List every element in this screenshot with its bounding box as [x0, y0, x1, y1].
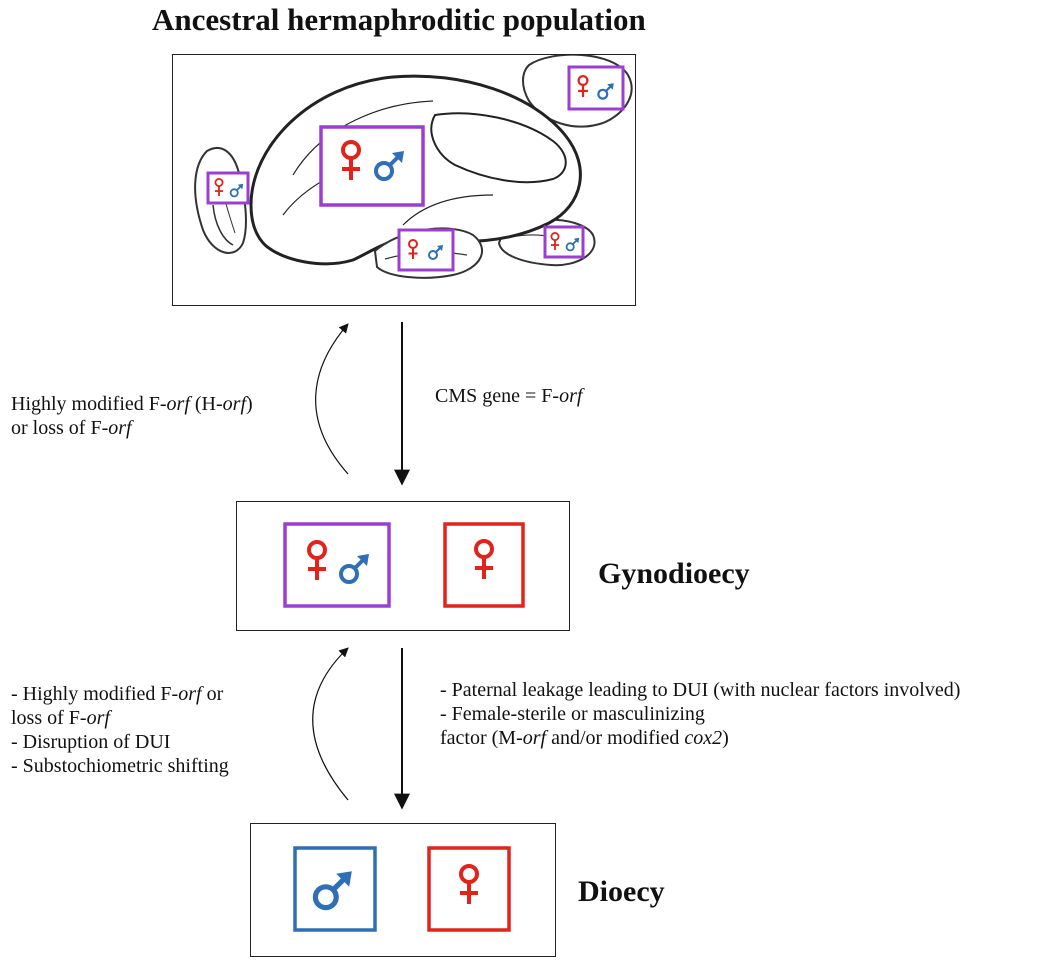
- dioecy-label: Dioecy: [578, 875, 665, 908]
- reverse-transition-1-label: Highly modified F-orf (H-orf)or loss of …: [11, 392, 253, 440]
- text-segment: factor (M-: [440, 727, 523, 749]
- hermaphrodite-frame-top-right: [567, 65, 625, 111]
- text-segment: or: [201, 683, 224, 705]
- text-segment: or loss of F-: [11, 417, 109, 439]
- gynodioecy-panel: [236, 501, 570, 631]
- text-segment: orf: [108, 417, 132, 439]
- forward-transition-1-label: CMS gene = F-orf: [435, 384, 582, 408]
- hermaphrodite-frame-bottom-right: [543, 225, 585, 259]
- text-line: Highly modified F-orf (H-orf): [11, 392, 253, 416]
- text-segment: ): [246, 393, 253, 415]
- text-segment: - Disruption of DUI: [11, 731, 171, 753]
- text-segment: orf: [86, 707, 110, 729]
- text-segment: - Substochiometric shifting: [11, 755, 229, 777]
- text-segment: loss of F-: [11, 707, 87, 729]
- female-individual: [443, 522, 525, 608]
- text-line: or loss of F-orf: [11, 416, 253, 440]
- text-segment: cox2: [684, 727, 723, 749]
- text-segment: - Highly modified F-: [11, 683, 179, 705]
- text-segment: orf: [222, 393, 246, 415]
- forward-transition-2-label: - Paternal leakage leading to DUI (with …: [440, 678, 960, 750]
- text-segment: (H-: [189, 393, 223, 415]
- arrow-back-to-gynodioecy: [312, 647, 349, 801]
- male-individual: [293, 846, 377, 932]
- text-segment: Highly modified F-: [11, 393, 167, 415]
- arrow-back-to-ancestral: [315, 323, 349, 475]
- text-line: - Highly modified F-orf or: [11, 682, 229, 706]
- hermaphrodite-frame-left: [206, 171, 250, 205]
- text-line: factor (M-orf and/or modified cox2): [440, 726, 960, 750]
- text-segment: orf: [522, 727, 547, 749]
- text-segment: orf: [559, 385, 583, 407]
- text-line: - Disruption of DUI: [11, 730, 229, 754]
- dioecy-panel: [250, 823, 556, 957]
- text-segment: and/or modified: [546, 727, 685, 749]
- text-segment: ): [722, 727, 729, 749]
- hermaphrodite-individual: [283, 522, 391, 608]
- text-segment: orf: [178, 683, 202, 705]
- text-segment: - Female-sterile or masculinizing: [440, 703, 705, 725]
- hermaphrodite-frame-large: [319, 125, 425, 207]
- text-line: loss of F-orf: [11, 706, 229, 730]
- text-segment: CMS gene = F-: [435, 385, 560, 407]
- text-segment: - Paternal leakage leading to DUI (with …: [440, 679, 961, 701]
- mussel-illustration: [194, 53, 633, 279]
- female-individual: [427, 846, 511, 932]
- ancestral-population-panel: [172, 53, 636, 306]
- gynodioecy-label: Gynodioecy: [598, 557, 750, 590]
- text-line: - Female-sterile or masculinizing: [440, 702, 960, 726]
- page-title: Ancestral hermaphroditic population: [152, 2, 646, 37]
- text-line: - Paternal leakage leading to DUI (with …: [440, 678, 960, 702]
- text-line: - Substochiometric shifting: [11, 754, 229, 778]
- text-segment: orf: [166, 393, 190, 415]
- hermaphrodite-frame-bottom-center: [397, 228, 455, 272]
